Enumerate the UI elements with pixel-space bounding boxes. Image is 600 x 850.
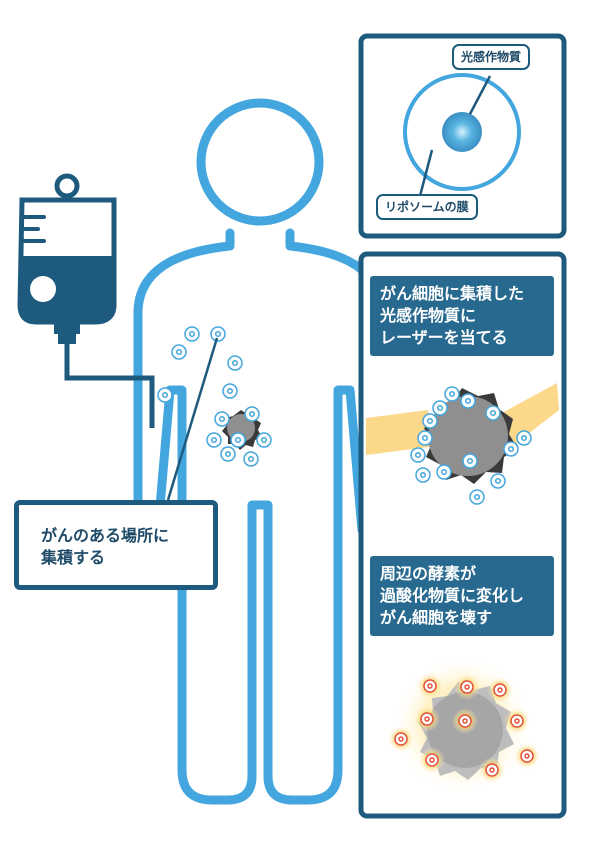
step1-line-2: 光感作物質に	[380, 306, 477, 325]
liposome-membrane	[403, 73, 521, 191]
callout-line-1: がんのある場所に	[41, 526, 170, 545]
callout-pointer	[166, 337, 219, 501]
photosensitizer-core	[442, 112, 482, 152]
liposome-membrane-label: リポソームの膜	[376, 194, 478, 220]
step2-line-2: 過酸化物質に変化し	[380, 586, 525, 605]
cancer-cell-step2	[388, 655, 540, 795]
process-panel	[358, 251, 567, 819]
step1-line-3: レーザーを当てる	[380, 328, 508, 347]
human-body-outline	[133, 98, 387, 805]
tumor-small	[206, 406, 272, 467]
step1-line-1: がん細胞に集積した	[380, 284, 525, 303]
iv-drip-bag	[17, 173, 155, 428]
head	[196, 98, 324, 226]
liposome-panel	[358, 33, 567, 239]
accumulation-callout: がんのある場所に 集積する	[14, 500, 218, 590]
liposome-particles-body	[157, 326, 243, 403]
callout-line-2: 集積する	[41, 548, 106, 567]
step2-banner: 周辺の酵素が 過酸化物質に変化し がん細胞を壊す	[370, 556, 554, 636]
photosensitizer-label: 光感作物質	[452, 44, 531, 70]
step2-line-1: 周辺の酵素が	[380, 564, 477, 583]
cancer-cell-step1	[410, 386, 532, 505]
step1-banner: がん細胞に集積した 光感作物質に レーザーを当てる	[370, 276, 554, 356]
step2-line-3: がん細胞を壊す	[380, 608, 493, 627]
